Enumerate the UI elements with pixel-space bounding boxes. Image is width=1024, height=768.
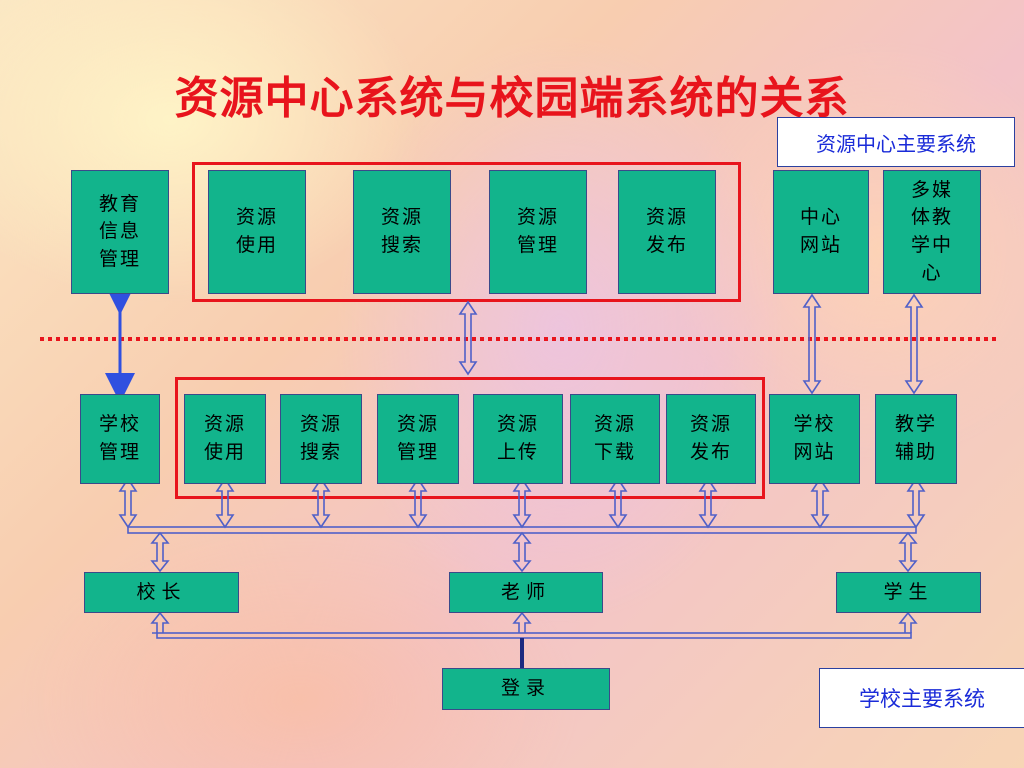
multimedia-link-arrow xyxy=(904,293,924,395)
node-center-res-publish: 资源 发布 xyxy=(618,170,716,294)
node-school-res-manage: 资源 管理 xyxy=(377,394,459,484)
user-bus xyxy=(156,632,912,639)
center-school-group-arrow xyxy=(458,300,478,376)
node-center-res-manage: 资源 管理 xyxy=(489,170,587,294)
node-center-site: 中心 网站 xyxy=(773,170,869,294)
page-title: 资源中心系统与校园端系统的关系 xyxy=(174,73,850,124)
node-center-res-search: 资源 搜索 xyxy=(353,170,451,294)
node-center-res-use: 资源 使用 xyxy=(208,170,306,294)
center-system-label: 资源中心主要系统 xyxy=(777,117,1015,167)
node-login: 登录 xyxy=(442,668,610,710)
node-multimedia-center: 多媒 体教 学中 心 xyxy=(883,170,981,294)
node-school-site: 学校 网站 xyxy=(769,394,860,484)
node-school-res-upload: 资源 上传 xyxy=(473,394,563,484)
school-resource-group-frame xyxy=(175,377,765,499)
center-resource-group-frame xyxy=(192,162,741,302)
node-school-manage: 学校 管理 xyxy=(80,394,160,484)
node-school-res-search: 资源 搜索 xyxy=(280,394,362,484)
node-school-res-use: 资源 使用 xyxy=(184,394,266,484)
node-edu-info-manage: 教育 信息 管理 xyxy=(71,170,169,294)
node-principal: 校长 xyxy=(84,572,239,613)
node-teach-assist: 教学 辅助 xyxy=(875,394,957,484)
node-student: 学生 xyxy=(836,572,981,613)
school-system-label: 学校主要系统 xyxy=(819,668,1024,728)
node-teacher: 老师 xyxy=(449,572,603,613)
site-link-arrow xyxy=(802,293,822,395)
node-school-res-publish: 资源 发布 xyxy=(666,394,756,484)
node-school-res-download: 资源 下载 xyxy=(570,394,660,484)
